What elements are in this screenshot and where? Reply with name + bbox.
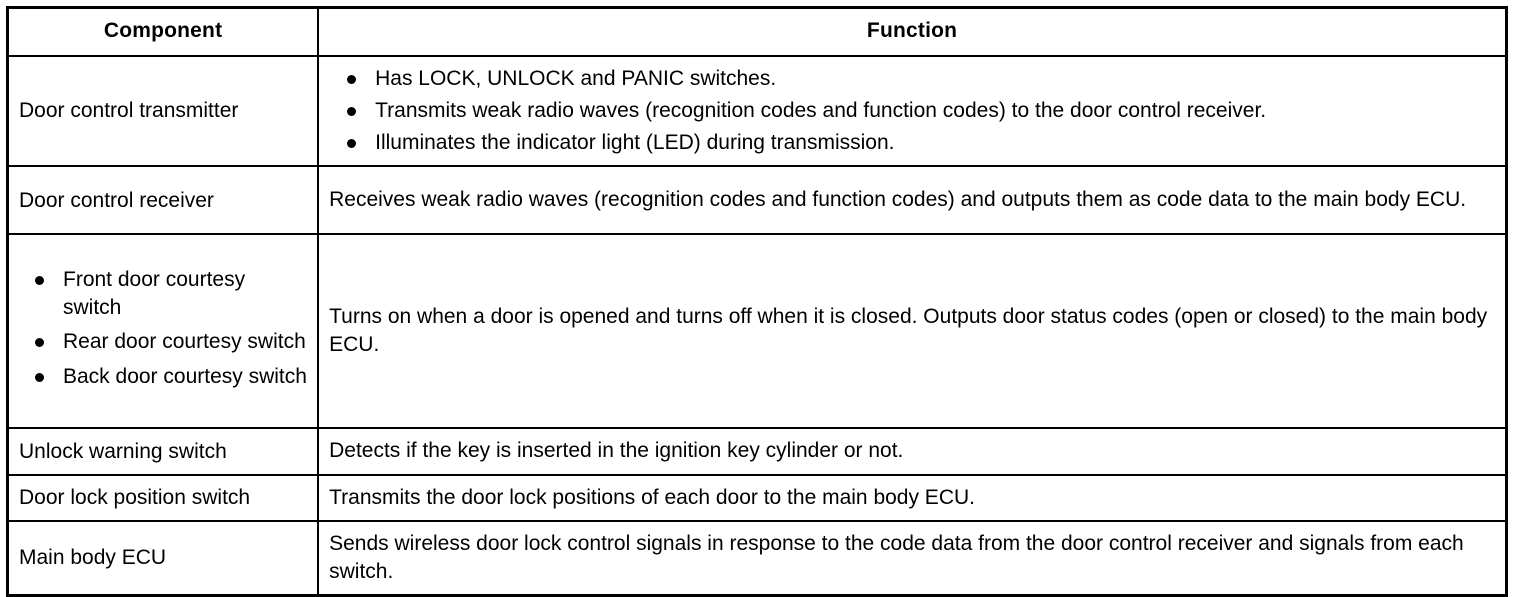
list-item: Illuminates the indicator light (LED) du… xyxy=(329,129,1495,157)
table-row: Door control receiver Receives weak radi… xyxy=(6,165,1508,236)
cell-function: Detects if the key is inserted in the ig… xyxy=(317,427,1508,476)
list-item: Back door courtesy switch xyxy=(19,363,309,391)
cell-component: Door lock position switch xyxy=(6,473,320,522)
table-row: Main body ECU Sends wireless door lock c… xyxy=(6,519,1508,597)
cell-component: Unlock warning switch xyxy=(6,427,320,476)
function-bullet-list: Has LOCK, UNLOCK and PANIC switches. Tra… xyxy=(329,65,1495,157)
bullet-dot-icon xyxy=(347,75,357,84)
cell-component: Main body ECU xyxy=(6,519,320,597)
bullet-dot-icon xyxy=(35,276,44,286)
table-body: Door control transmitter Has LOCK, UNLOC… xyxy=(6,54,1508,597)
column-header-component: Component xyxy=(6,6,320,57)
function-text: Transmits the door lock positions of eac… xyxy=(329,485,975,509)
bullet-dot-icon xyxy=(35,372,44,382)
list-item-text: Transmits weak radio waves (recognition … xyxy=(375,99,1267,123)
table-row: Door control transmitter Has LOCK, UNLOC… xyxy=(6,54,1508,168)
bullet-dot-icon xyxy=(347,139,357,149)
component-label: Unlock warning switch xyxy=(19,439,227,463)
list-item: Front door courtesy switch xyxy=(19,266,309,322)
function-text: Turns on when a door is opened and turns… xyxy=(329,305,1488,357)
table-header: Component Function xyxy=(6,6,1508,57)
list-item: Transmits weak radio waves (recognition … xyxy=(329,97,1495,125)
cell-function: Turns on when a door is opened and turns… xyxy=(317,233,1508,430)
function-text: Receives weak radio waves (recognition c… xyxy=(329,188,1467,212)
list-item: Has LOCK, UNLOCK and PANIC switches. xyxy=(329,65,1495,93)
bullet-dot-icon xyxy=(347,107,357,117)
column-header-function: Function xyxy=(317,6,1508,57)
list-item-text: Rear door courtesy switch xyxy=(63,330,306,354)
table-header-row: Component Function xyxy=(6,6,1508,57)
cell-component: Door control receiver xyxy=(6,165,320,236)
cell-function: Sends wireless door lock control signals… xyxy=(317,519,1508,597)
cell-function: Transmits the door lock positions of eac… xyxy=(317,473,1508,522)
cell-function: Receives weak radio waves (recognition c… xyxy=(317,165,1508,236)
cell-function: Has LOCK, UNLOCK and PANIC switches. Tra… xyxy=(317,54,1508,168)
component-label: Door control transmitter xyxy=(19,99,239,123)
component-function-table: Component Function Door control transmit… xyxy=(6,6,1508,597)
component-label: Main body ECU xyxy=(19,545,167,569)
table-row: Unlock warning switch Detects if the key… xyxy=(6,427,1508,476)
list-item-text: Has LOCK, UNLOCK and PANIC switches. xyxy=(375,67,777,90)
table-row: Front door courtesy switch Rear door cou… xyxy=(6,233,1508,430)
function-text: Sends wireless door lock control signals… xyxy=(329,531,1464,583)
list-item-text: Illuminates the indicator light (LED) du… xyxy=(375,131,895,155)
list-item-text: Front door courtesy switch xyxy=(63,268,246,320)
bullet-dot-icon xyxy=(35,338,44,348)
component-bullet-list: Front door courtesy switch Rear door cou… xyxy=(19,266,309,391)
cell-component: Front door courtesy switch Rear door cou… xyxy=(6,233,320,430)
component-label: Door control receiver xyxy=(19,188,214,212)
component-label: Door lock position switch xyxy=(19,485,251,509)
cell-component: Door control transmitter xyxy=(6,54,320,168)
list-item-text: Back door courtesy switch xyxy=(63,364,307,388)
function-text: Detects if the key is inserted in the ig… xyxy=(329,439,904,463)
list-item: Rear door courtesy switch xyxy=(19,328,309,356)
table-row: Door lock position switch Transmits the … xyxy=(6,473,1508,522)
